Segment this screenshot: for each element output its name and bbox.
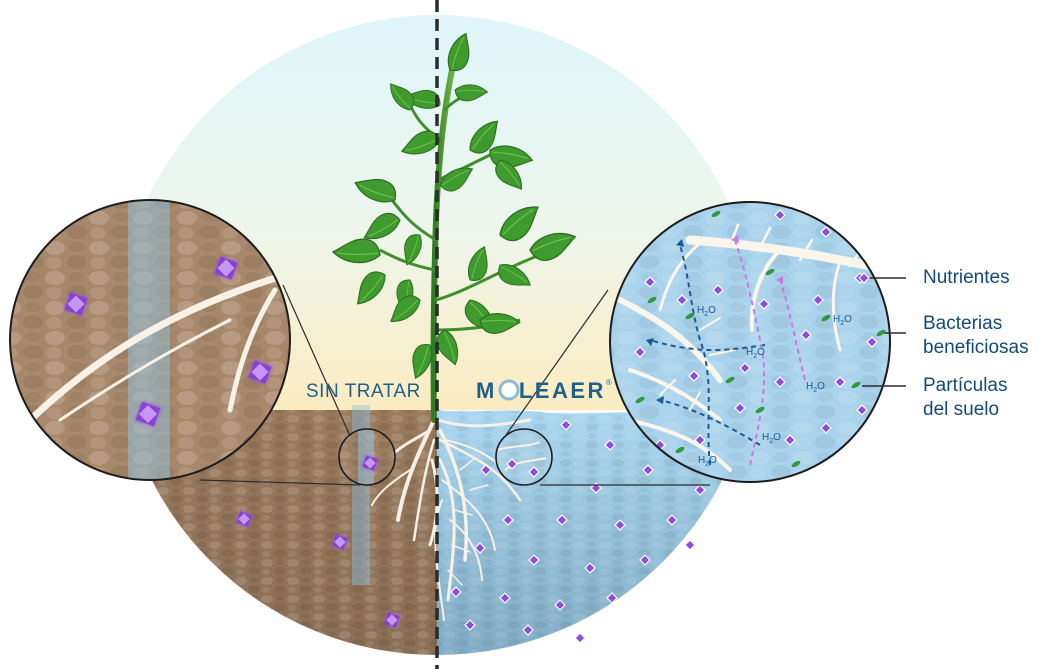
brand-logo: M LEAER® [476, 378, 614, 404]
water-label: H2O [698, 455, 717, 468]
magnifier-treated [609, 201, 891, 483]
zoom-source-untreated [338, 428, 396, 486]
legend-particles-line2: del suelo [923, 399, 1000, 420]
legend-particles-line1: Partículas [923, 375, 1008, 396]
callout-lines [199, 284, 710, 486]
zoom-source-treated [495, 428, 553, 486]
legend-nutrients: Nutrientes [923, 267, 1010, 288]
brand-logo-prefix: M [476, 378, 497, 403]
legend-leaders [862, 277, 906, 387]
water-label: H2O [762, 432, 781, 445]
magnifier-untreated [9, 199, 291, 481]
brand-logo-ring [498, 379, 520, 401]
label-untreated: SIN TRATAR [306, 381, 421, 402]
legend-bacteria-line2: beneficiosas [923, 337, 1029, 358]
brand-logo-suffix: LEAER [518, 378, 606, 403]
water-label: H2O [806, 381, 825, 394]
water-label: H2O [746, 347, 765, 360]
water-label: H2O [697, 305, 716, 318]
brand-logo-mark: ® [605, 378, 615, 387]
roots-treated [434, 418, 532, 621]
legend-bacteria-line1: Bacterias [923, 313, 1003, 334]
water-label: H2O [833, 314, 852, 327]
